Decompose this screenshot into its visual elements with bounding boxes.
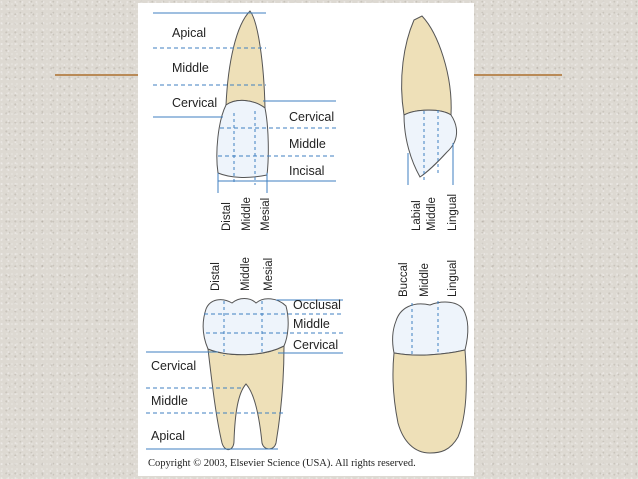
- label-middle-crown: Middle: [289, 137, 326, 151]
- label-mesial: Mesial: [260, 198, 272, 231]
- label-molar-lingual: Lingual: [447, 260, 459, 297]
- label-molar-cervical-crown: Cervical: [293, 338, 338, 352]
- tooth-diagram-svg: .root { fill: #eee0b8; stroke: #555; str…: [146, 10, 469, 454]
- incisor-proximal-crown: [403, 109, 457, 178]
- label-middle-proximal: Middle: [426, 197, 438, 231]
- label-molar-middle-root: Middle: [151, 394, 188, 408]
- label-molar-middle-crown: Middle: [293, 317, 330, 331]
- molar-crown: [202, 298, 289, 356]
- molar-proximal-view: Buccal Middle Lingual: [392, 260, 469, 454]
- molar-proximal-root: [392, 349, 467, 454]
- label-molar-distal: Distal: [210, 262, 222, 291]
- label-apical: Apical: [172, 26, 206, 40]
- label-incisal: Incisal: [289, 164, 324, 178]
- incisor-proximal-view: Labial Middle Lingual: [401, 15, 459, 231]
- label-labial: Labial: [411, 200, 423, 231]
- label-molar-cervical-root: Cervical: [151, 359, 196, 373]
- molar-roots: [207, 345, 285, 450]
- label-middle-root: Middle: [172, 61, 209, 75]
- label-occlusal: Occlusal: [293, 298, 341, 312]
- slide-rule-left: [55, 74, 140, 76]
- label-cervical-root: Cervical: [172, 96, 217, 110]
- label-molar-mesial: Mesial: [263, 258, 275, 291]
- label-middle-md: Middle: [241, 197, 253, 231]
- slide-rule-right: [474, 74, 562, 76]
- incisor-proximal-root: [401, 15, 452, 116]
- incisor-crown: [216, 100, 269, 178]
- copyright-notice: Copyright © 2003, Elsevier Science (USA)…: [148, 458, 416, 469]
- molar-proximal-crown: [392, 301, 469, 356]
- label-molar-middle-proximal: Middle: [419, 263, 431, 297]
- label-cervical-crown: Cervical: [289, 110, 334, 124]
- label-lingual: Lingual: [447, 194, 459, 231]
- incisor-root: [225, 10, 266, 110]
- molar-facial-view: Distal Middle Mesial Occlusal Middle Cer…: [146, 257, 343, 450]
- label-distal: Distal: [221, 202, 233, 231]
- label-buccal: Buccal: [398, 262, 410, 297]
- label-molar-apical: Apical: [151, 429, 185, 443]
- incisor-facial-view: Apical Middle Cervical Cervical Middle I…: [153, 10, 336, 231]
- label-molar-middle-md: Middle: [240, 257, 252, 291]
- tooth-thirds-figure: .root { fill: #eee0b8; stroke: #555; str…: [138, 3, 474, 476]
